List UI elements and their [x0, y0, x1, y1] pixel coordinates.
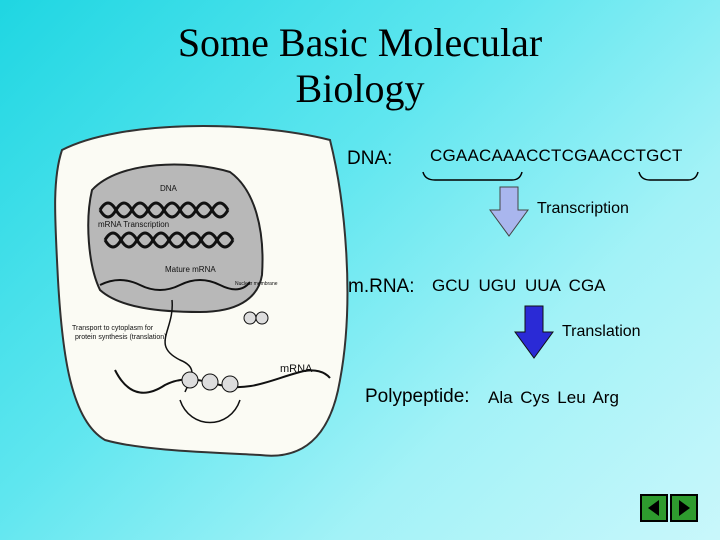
- polypeptide-label: Polypeptide:: [365, 386, 470, 407]
- slide-title: Some Basic Molecular Biology: [60, 20, 660, 112]
- title-line-1: Some Basic Molecular: [177, 20, 543, 65]
- triangle-right-icon: [679, 500, 690, 516]
- nucleus: [87, 163, 264, 314]
- codon-bracket-right: [638, 171, 699, 181]
- mrna-codons: GCU UGU UUA CGA: [432, 276, 606, 295]
- transcription-label: Transcription: [537, 200, 629, 217]
- previous-slide-button[interactable]: [640, 494, 668, 522]
- label-mature-mrna: Mature mRNA: [165, 265, 216, 274]
- label-transport-2: protein synthesis (translation): [75, 334, 166, 341]
- dna-label: DNA:: [347, 148, 393, 169]
- codon-bracket-left: [422, 171, 523, 181]
- label-transport: Transport to cytoplasm for: [72, 325, 154, 332]
- amino-acid-sequence: Ala Cys Leu Arg: [488, 388, 619, 407]
- title-line-2: Biology: [295, 66, 425, 111]
- dna-sequence: CGAACAAACCTCGAACCTGCT: [430, 146, 683, 165]
- label-cytoplasm-mrna: mRNA: [280, 363, 313, 375]
- mrna-label: m.RNA:: [348, 276, 415, 297]
- next-slide-button[interactable]: [670, 494, 698, 522]
- label-nuclear-membrane: Nuclear membrane: [235, 281, 278, 287]
- label-dna: DNA: [160, 184, 178, 193]
- triangle-left-icon: [648, 500, 659, 516]
- translation-arrow: [514, 305, 554, 359]
- transcription-arrow: [489, 186, 529, 237]
- label-mrna-transcription: mRNA Transcription: [98, 220, 169, 229]
- translation-label: Translation: [562, 323, 641, 340]
